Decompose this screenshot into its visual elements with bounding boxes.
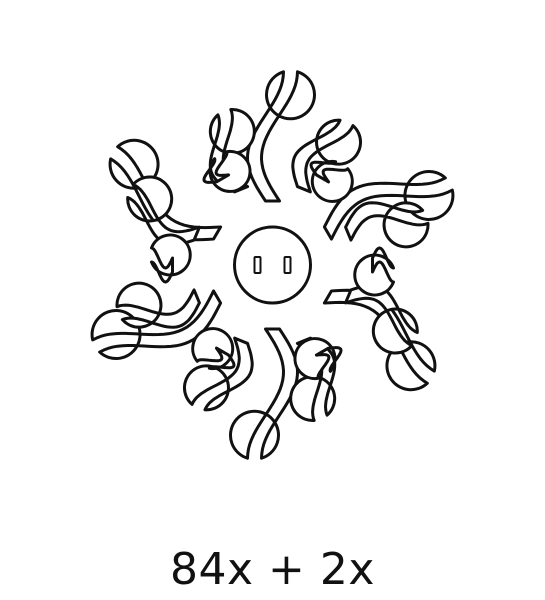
hub-slot-left <box>255 257 261 273</box>
quantity-caption: 84x + 2x <box>0 540 545 600</box>
hub-slot-right <box>285 257 291 273</box>
hub-circle <box>235 227 311 303</box>
center-hub <box>235 227 311 303</box>
flower-assembly-diagram <box>0 0 545 545</box>
petal-piece <box>355 248 394 295</box>
petal-piece <box>152 235 191 282</box>
